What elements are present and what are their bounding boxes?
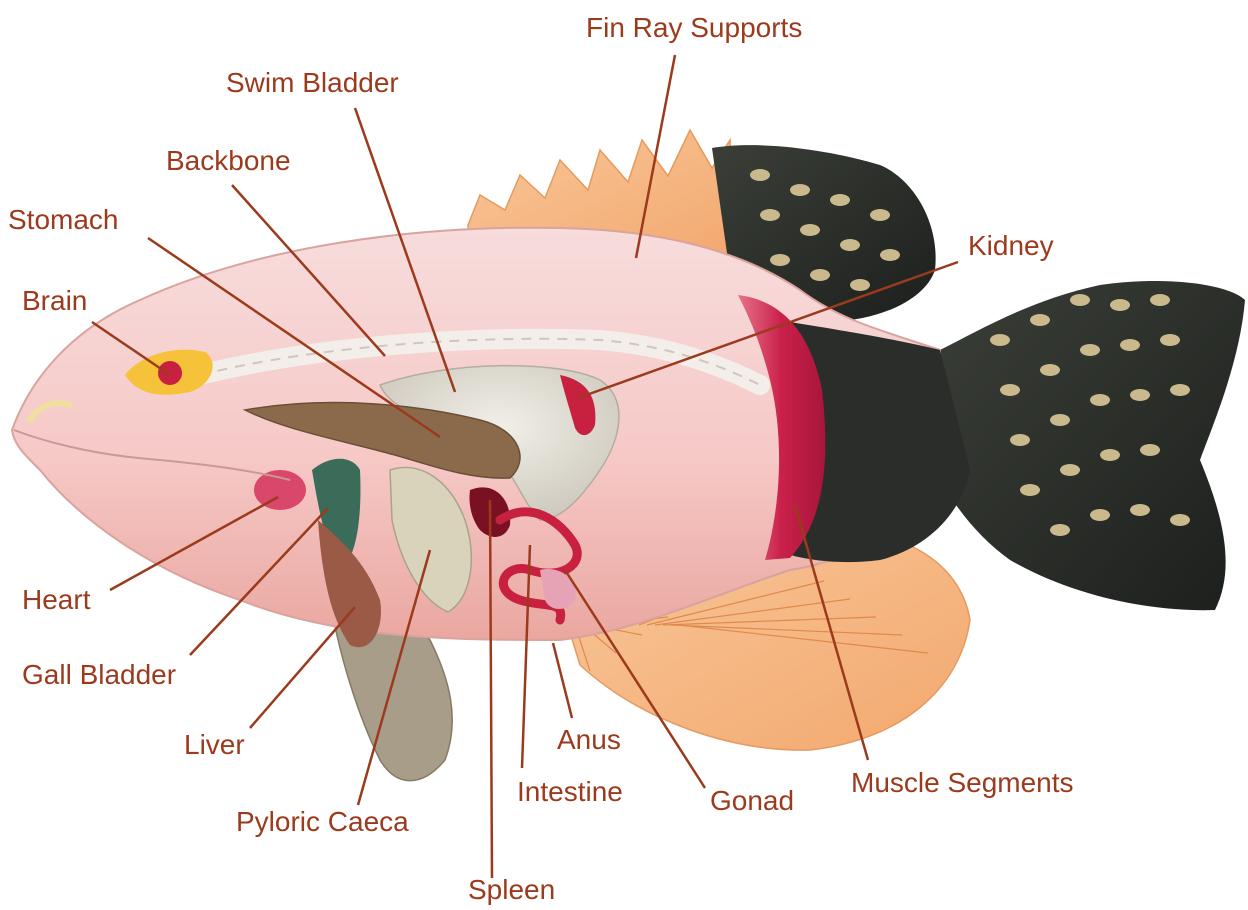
tail-fin: [935, 281, 1245, 610]
label-backbone: Backbone: [166, 145, 291, 177]
leader-line-anus: [553, 643, 572, 718]
label-liver: Liver: [184, 729, 245, 761]
label-pyloric-caeca: Pyloric Caeca: [236, 806, 409, 838]
label-fin-ray-supports: Fin Ray Supports: [586, 12, 802, 44]
label-anus: Anus: [557, 724, 621, 756]
label-gonad: Gonad: [710, 785, 794, 817]
heart-organ: [254, 470, 306, 510]
label-intestine: Intestine: [517, 776, 623, 808]
label-swim-bladder: Swim Bladder: [226, 67, 399, 99]
label-stomach: Stomach: [8, 204, 119, 236]
label-kidney: Kidney: [968, 230, 1054, 262]
label-brain: Brain: [22, 285, 87, 317]
label-spleen: Spleen: [468, 874, 555, 906]
leader-line-liver: [250, 607, 355, 728]
label-heart: Heart: [22, 584, 90, 616]
label-muscle-segments: Muscle Segments: [851, 767, 1074, 799]
label-gall-bladder: Gall Bladder: [22, 659, 176, 691]
